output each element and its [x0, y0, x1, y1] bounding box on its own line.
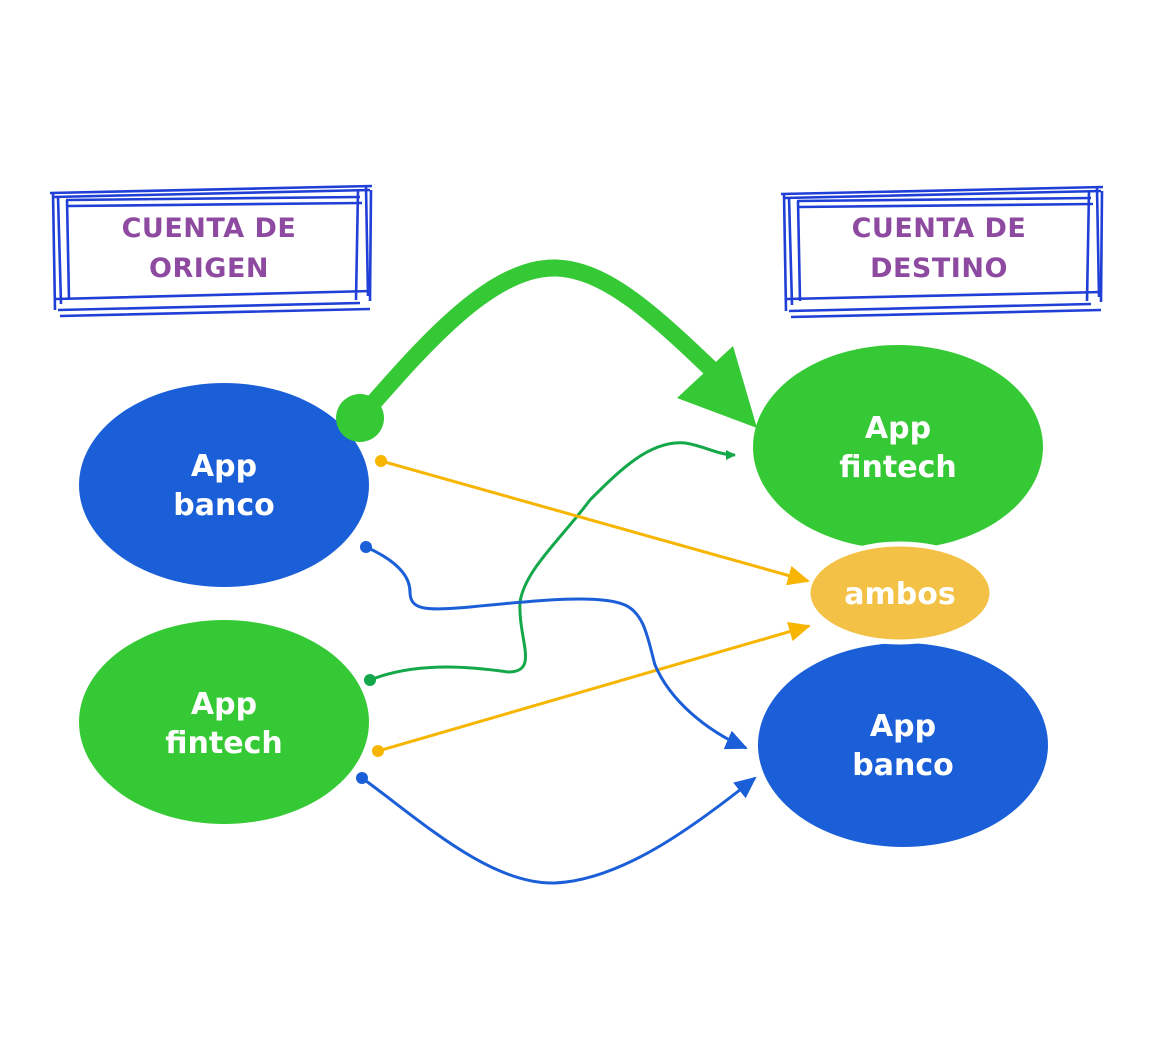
blue-link-bank	[360, 541, 748, 750]
blue-link-fintech-dot	[356, 772, 368, 784]
blue-link-bank-path	[365, 545, 748, 750]
green-link	[364, 441, 736, 686]
dest-both-label: ambos	[844, 577, 955, 612]
blue-link-fintech	[356, 772, 757, 885]
dest-both-ellipse	[805, 541, 995, 645]
dest-bank-line1: App	[870, 709, 936, 744]
yellow-link-fintech-dot	[372, 745, 384, 757]
dest-fintech-line2: fintech	[839, 450, 956, 485]
yellow-link-fintech	[372, 621, 811, 757]
destination-header-frame	[780, 185, 1104, 319]
destination-header-line2: DESTINO	[870, 253, 1008, 284]
origin-header-frame	[49, 184, 373, 318]
big-green-arrow	[336, 259, 757, 442]
dest-both-node: ambos	[805, 541, 995, 645]
dest-bank-ellipse	[758, 643, 1048, 847]
yellow-link-fintech-line	[377, 621, 811, 753]
big-green-arrowhead	[677, 346, 757, 428]
dest-fintech-ellipse	[753, 345, 1043, 549]
dest-bank-line2: banco	[852, 748, 953, 783]
dest-fintech-line1: App	[865, 411, 931, 446]
yellow-link-bank-line	[380, 459, 810, 586]
yellow-link-bank	[375, 455, 810, 586]
origin-bank-line2: banco	[173, 488, 274, 523]
destination-header-box: CUENTA DE DESTINO	[780, 185, 1104, 319]
origin-header-box: CUENTA DE ORIGEN	[49, 184, 373, 318]
big-green-arrow-curve	[351, 259, 744, 427]
origin-fintech-node: App fintech	[79, 620, 369, 824]
origin-fintech-line2: fintech	[165, 726, 282, 761]
big-green-arrow-origin-dot	[336, 394, 384, 442]
dest-bank-node: App banco	[758, 643, 1048, 847]
origin-header-line2: ORIGEN	[149, 253, 269, 284]
blue-link-fintech-path	[361, 776, 757, 885]
origin-bank-line1: App	[191, 449, 257, 484]
dest-fintech-node: App fintech	[753, 345, 1043, 549]
origin-header-line1: CUENTA DE	[122, 213, 297, 244]
blue-link-bank-dot	[360, 541, 372, 553]
origin-bank-ellipse	[79, 383, 369, 587]
origin-fintech-line1: App	[191, 687, 257, 722]
yellow-link-bank-dot	[375, 455, 387, 467]
green-link-path	[369, 441, 736, 682]
destination-header-line1: CUENTA DE	[852, 213, 1027, 244]
origin-bank-node: App banco	[79, 383, 369, 587]
green-link-start-dot	[364, 674, 376, 686]
origin-fintech-ellipse	[79, 620, 369, 824]
